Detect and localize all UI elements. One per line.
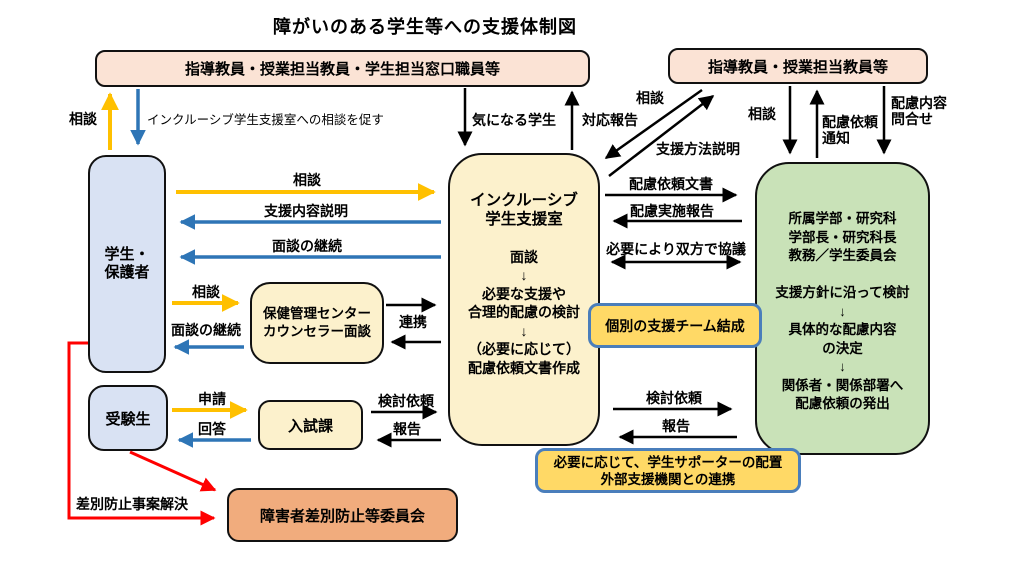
label-application: 申請	[198, 391, 226, 407]
arrow-consult-diagonal	[604, 88, 703, 160]
label-accommodation-request-notice: 配慮依頼 通知	[822, 114, 878, 146]
arrow-red-student-discrimination	[67, 341, 216, 526]
box-admissions-office: 入試課	[258, 400, 363, 450]
label-cooperation: 連携	[399, 314, 427, 330]
box-instructors: 指導教員・授業担当教員等	[668, 48, 928, 84]
box-instructors-window-staff: 指導教員・授業担当教員・学生担当窓口職員等	[95, 50, 590, 87]
box-inclusive-student-support-room: インクルーシブ 学生支援室 面談 ↓ 必要な支援や 合理的配慮の検討 ↓ （必要…	[448, 153, 600, 446]
label-consult-right: 相談	[748, 106, 776, 122]
label-consult-left: 相談	[69, 111, 97, 127]
label-report-right: 報告	[662, 418, 690, 434]
box-discrimination-prevention-committee: 障害者差別防止等委員会	[227, 488, 458, 542]
label-consult-health: 相談	[192, 284, 220, 300]
label-reply: 回答	[198, 421, 226, 437]
label-support-content-explain: 支援内容説明	[264, 203, 348, 219]
label-mutual-consult: 必要により双方で協議	[606, 241, 746, 257]
label-interview-continue-1: 面談の継続	[272, 238, 342, 254]
label-consult-diagonal: 相談	[636, 90, 664, 106]
label-accommodation-impl-report: 配慮実施報告	[630, 203, 714, 219]
label-accommodation-content-inquiry: 配慮内容 問合せ	[891, 95, 947, 127]
callout-individual-support-team: 個別の支援チーム結成	[588, 303, 762, 348]
label-accommodation-request-doc: 配慮依頼文書	[629, 176, 713, 192]
box-students-parents: 学生・ 保護者	[88, 155, 166, 373]
label-review-request-left: 検討依頼	[378, 393, 434, 409]
label-support-method-explain: 支援方法説明	[656, 141, 740, 157]
label-interview-continue-2: 面談の継続	[171, 322, 241, 338]
callout-student-supporter: 必要に応じて、学生サポーターの配置 外部支援機関との連携	[535, 448, 801, 493]
box-examinees: 受験生	[88, 385, 168, 451]
label-consult-center: 相談	[293, 172, 321, 188]
arrow-red-examinee-discrimination	[129, 450, 217, 492]
label-promote-consult: インクルーシブ学生支援室への相談を促す	[147, 113, 384, 127]
box-faculty-committee: 所属学部・研究科 学部長・研究科長 教務／学生委員会 支援方針に沿って検討 ↓ …	[755, 162, 930, 455]
label-review-request-right: 検討依頼	[646, 390, 702, 406]
label-discrimination-prevention: 差別防止事案解決	[76, 496, 188, 512]
label-report-left: 報告	[393, 421, 421, 437]
label-worrisome-student: 気になる学生	[472, 112, 556, 128]
diagram-title: 障がいのある学生等への支援体制図	[273, 17, 577, 37]
box-health-center: 保健管理センター カウンセラー面談	[250, 282, 384, 364]
label-response-report: 対応報告	[582, 112, 638, 128]
arrow-support-method-diagonal	[608, 95, 715, 177]
